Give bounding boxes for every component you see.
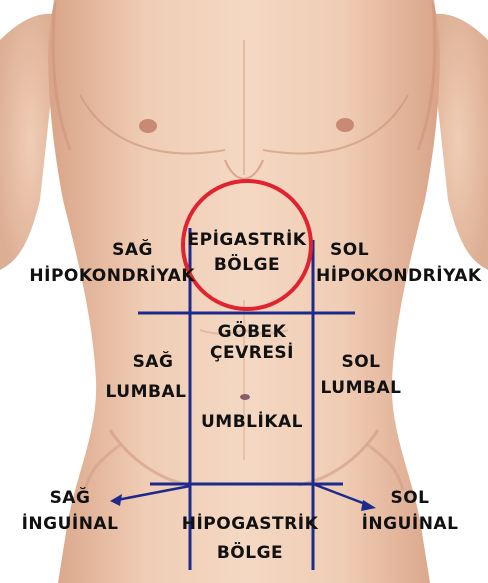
label-umbilical: GÖBEK ÇEVRESİ UMBLİKAL bbox=[192, 322, 312, 433]
label-right-hypochondriac-line2: HİPOKONDRİYAK bbox=[5, 266, 195, 287]
label-left-lumbar-line1: SOL bbox=[314, 352, 408, 373]
label-umbilical-line1: GÖBEK bbox=[192, 322, 312, 343]
label-left-lumbar: SOL LUMBAL bbox=[314, 352, 408, 399]
label-right-inguinal-line1: SAĞ bbox=[20, 488, 120, 509]
label-hypogastric: HİPOGASTRİK BÖLGE bbox=[175, 514, 325, 564]
label-right-lumbar: SAĞ LUMBAL bbox=[100, 352, 192, 403]
label-hypogastric-line1: HİPOGASTRİK bbox=[175, 514, 325, 535]
label-left-inguinal: SOL İNGUİNAL bbox=[355, 488, 465, 535]
label-left-hypochondriac-line1: SOL bbox=[316, 240, 484, 261]
label-right-inguinal: SAĞ İNGUİNAL bbox=[20, 488, 120, 535]
label-right-hypochondriac-line1: SAĞ bbox=[5, 240, 195, 261]
label-left-inguinal-line2: İNGUİNAL bbox=[355, 514, 465, 535]
label-right-inguinal-line2: İNGUİNAL bbox=[20, 514, 120, 535]
label-right-hypochondriac: SAĞ HİPOKONDRİYAK bbox=[5, 240, 195, 287]
label-epigastric: EPİGASTRİK BÖLGE bbox=[178, 230, 316, 276]
label-epigastric-line2: BÖLGE bbox=[178, 255, 316, 276]
label-umbilical-line3: UMBLİKAL bbox=[192, 412, 312, 433]
label-right-lumbar-line1: SAĞ bbox=[114, 352, 192, 373]
label-hypogastric-line2: BÖLGE bbox=[175, 543, 325, 564]
label-left-hypochondriac: SOL HİPOKONDRİYAK bbox=[316, 240, 484, 287]
label-left-inguinal-line1: SOL bbox=[355, 488, 465, 509]
label-epigastric-line1: EPİGASTRİK bbox=[178, 230, 316, 251]
label-left-lumbar-line2: LUMBAL bbox=[314, 378, 408, 399]
label-left-hypochondriac-line2: HİPOKONDRİYAK bbox=[316, 266, 484, 287]
label-right-lumbar-line2: LUMBAL bbox=[100, 382, 192, 403]
label-umbilical-line2: ÇEVRESİ bbox=[192, 343, 312, 364]
right-nipple bbox=[139, 119, 157, 133]
left-nipple bbox=[336, 118, 354, 132]
